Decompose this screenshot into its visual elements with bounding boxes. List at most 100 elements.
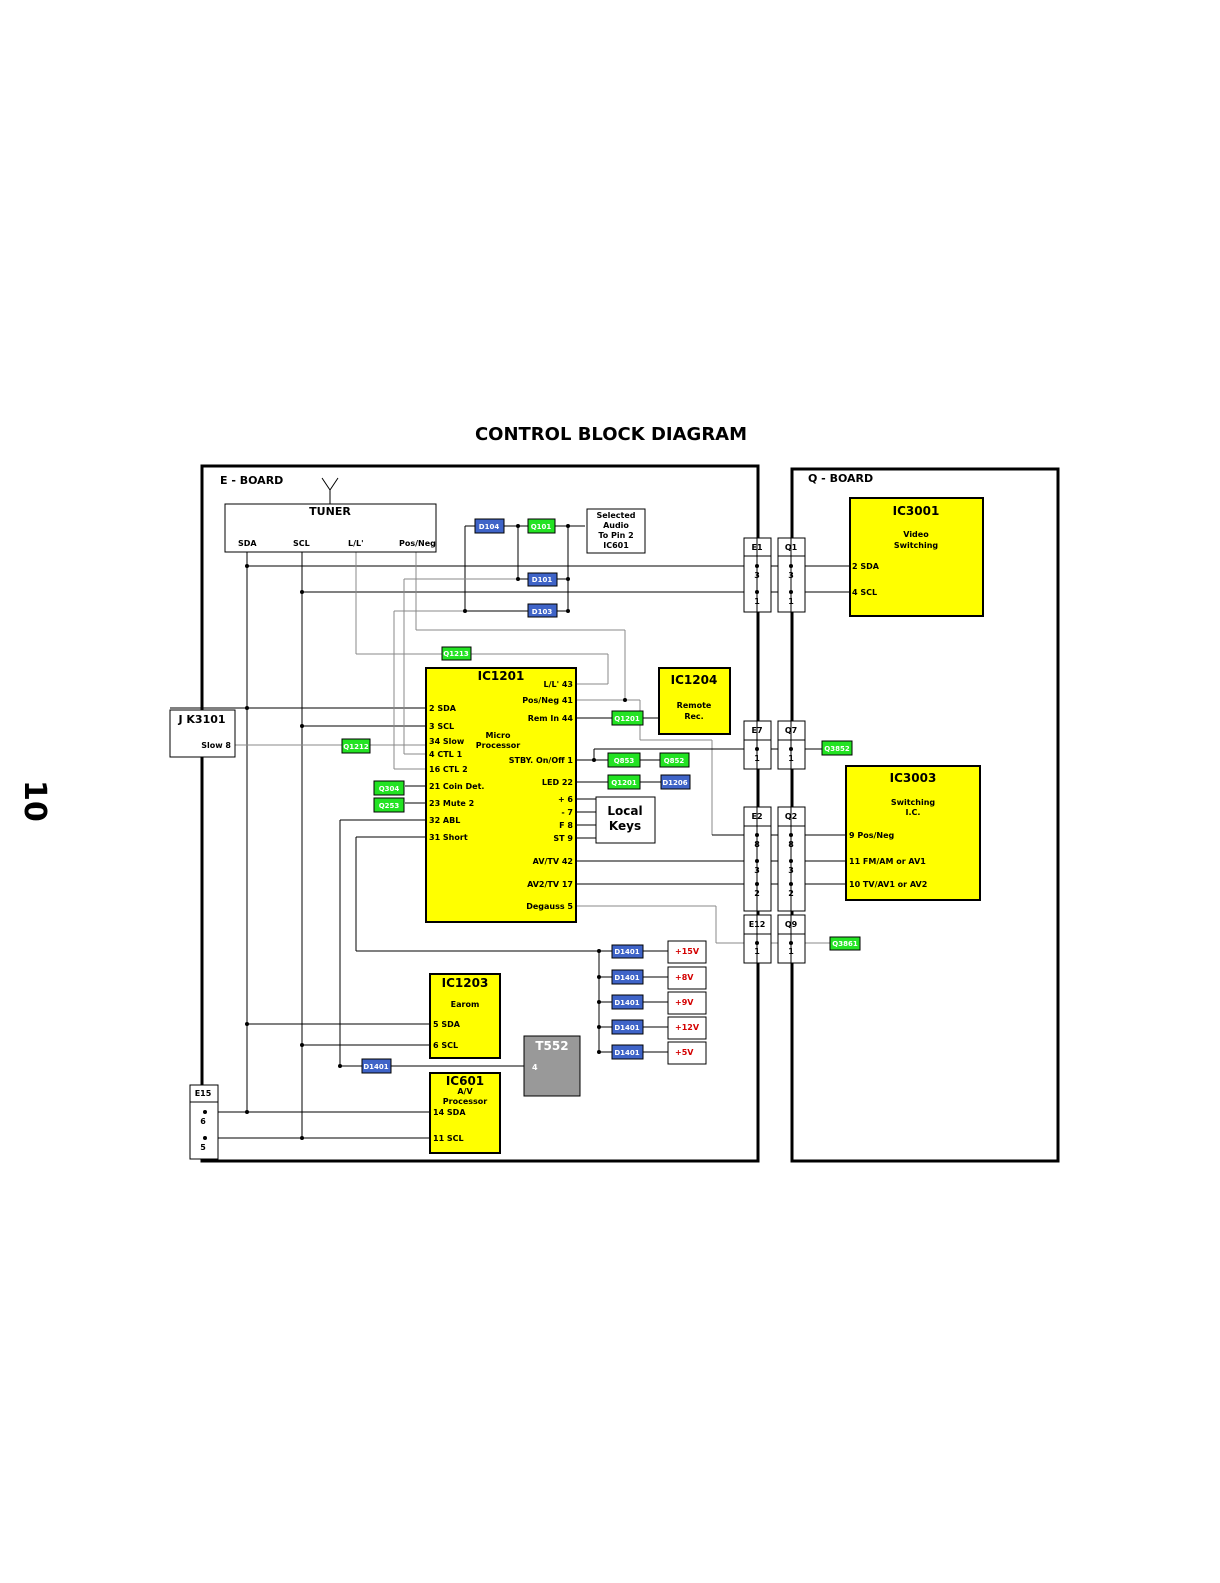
ic1201-pin: Rem In 44 bbox=[528, 714, 574, 723]
component-tags: D104 D101 D103 D1206 D1401 D1401 D1401 D… bbox=[341, 518, 861, 1074]
ic601-subtitle: Processor bbox=[443, 1097, 487, 1106]
tuner-title: TUNER bbox=[309, 505, 351, 518]
jk3101-block: J K3101 Slow 8 bbox=[169, 709, 236, 758]
connector-pin: 5 bbox=[200, 1143, 206, 1152]
supply-5v: +5V bbox=[675, 1048, 694, 1057]
selected-audio-text: Audio bbox=[603, 521, 629, 530]
transistor-q3852-tag: Q3852 bbox=[824, 745, 850, 753]
ic1203-block: IC1203 Earom 5 SDA 6 SCL bbox=[429, 973, 501, 1059]
ic601-title: IC601 bbox=[446, 1074, 484, 1088]
tuner-pin: L/L' bbox=[348, 539, 364, 548]
ic1201-pin: 34 Slow bbox=[429, 737, 465, 746]
selected-audio-text: To Pin 2 bbox=[598, 531, 633, 540]
ic601-pin: 11 SCL bbox=[433, 1134, 464, 1143]
ic1201-pin: LED 22 bbox=[542, 778, 573, 787]
transistor-q853-tag: Q853 bbox=[614, 757, 635, 765]
connector-pin: 6 bbox=[200, 1117, 206, 1126]
ic1203-pin: 6 SCL bbox=[433, 1041, 458, 1050]
ic3003-subtitle: Switching bbox=[891, 798, 936, 807]
t552-block: T552 4 bbox=[523, 1035, 581, 1097]
ic1204-subtitle: Remote bbox=[677, 701, 712, 710]
transistor-q304-tag: Q304 bbox=[379, 785, 400, 793]
transistor-q101-tag: Q101 bbox=[531, 523, 552, 531]
diode-d104-tag: D104 bbox=[479, 523, 500, 531]
supply-outputs: +15V +8V +9V +12V +5V bbox=[667, 940, 707, 1065]
ic3001-subtitle: Switching bbox=[894, 541, 939, 550]
ic1204-subtitle: Rec. bbox=[684, 712, 703, 721]
local-keys-block: Local Keys bbox=[595, 796, 656, 844]
ic1204-block: IC1204 Remote Rec. bbox=[658, 667, 731, 735]
connector-e15-label: E15 bbox=[195, 1089, 212, 1098]
ic1201-block: IC1201 Micro Processor 2 SDA 3 SCL 34 Sl… bbox=[425, 667, 577, 923]
selected-audio-text: Selected bbox=[596, 511, 635, 520]
ic1201-pin: 3 SCL bbox=[429, 722, 454, 731]
transistor-q253-tag: Q253 bbox=[379, 802, 400, 810]
ic601-block: IC601 A/V Processor 14 SDA 11 SCL bbox=[429, 1072, 501, 1154]
supply-15v: +15V bbox=[675, 947, 700, 956]
junction-dots bbox=[203, 524, 793, 1140]
ic3003-pin: 11 FM/AM or AV1 bbox=[849, 857, 926, 866]
local-keys-text: Keys bbox=[609, 819, 641, 833]
transistor-q1212-tag: Q1212 bbox=[343, 743, 369, 751]
diode-d1401-tag: D1401 bbox=[614, 974, 639, 982]
ic1201-pin: 23 Mute 2 bbox=[429, 799, 474, 808]
jk3101-pin: Slow 8 bbox=[201, 741, 231, 750]
ic1201-pin: AV2/TV 17 bbox=[527, 880, 573, 889]
ic3001-pin: 2 SDA bbox=[852, 562, 880, 571]
ic1203-title: IC1203 bbox=[442, 976, 489, 990]
diagram-title: CONTROL BLOCK DIAGRAM bbox=[475, 424, 747, 445]
ic1201-title: IC1201 bbox=[478, 669, 525, 683]
ic1201-pin: 16 CTL 2 bbox=[429, 765, 468, 774]
ic1201-pin: 31 Short bbox=[429, 833, 468, 842]
transistor-q3861-tag: Q3861 bbox=[832, 940, 858, 948]
ic1201-pin: Degauss 5 bbox=[526, 902, 573, 911]
diode-d1401-tag: D1401 bbox=[614, 948, 639, 956]
supply-12v: +12V bbox=[675, 1023, 700, 1032]
ic1201-pin: F 8 bbox=[559, 821, 573, 830]
diode-d1401-tag: D1401 bbox=[614, 1049, 639, 1057]
ic601-pin: 14 SDA bbox=[433, 1108, 466, 1117]
ic3003-block: IC3003 Switching I.C. 9 Pos/Neg 11 FM/AM… bbox=[845, 765, 981, 901]
ic1201-pin: 4 CTL 1 bbox=[429, 750, 463, 759]
tuner-pin: Pos/Neg bbox=[399, 539, 436, 548]
ic1201-pin: Pos/Neg 41 bbox=[522, 696, 573, 705]
ic1201-pin: 32 ABL bbox=[429, 816, 460, 825]
ic1201-pin: AV/TV 42 bbox=[533, 857, 573, 866]
ic3001-pin: 4 SCL bbox=[852, 588, 877, 597]
diode-d1206-tag: D1206 bbox=[662, 779, 687, 787]
ic1201-pin: L/L' 43 bbox=[544, 680, 573, 689]
transistor-q1213-tag: Q1213 bbox=[443, 650, 469, 658]
ic1203-subtitle: Earom bbox=[451, 1000, 480, 1009]
ic3003-pin: 10 TV/AV1 or AV2 bbox=[849, 880, 927, 889]
t552-title: T552 bbox=[535, 1039, 568, 1053]
q-board-label: Q - BOARD bbox=[808, 472, 873, 485]
ic3003-title: IC3003 bbox=[890, 771, 937, 785]
ic1201-pin: - 7 bbox=[561, 808, 573, 817]
connector-through-wires bbox=[756, 466, 792, 1161]
ic1201-pin: + 6 bbox=[558, 795, 573, 804]
ic1201-subtitle: Micro bbox=[486, 731, 511, 740]
ic1201-pin: ST 9 bbox=[553, 834, 573, 843]
supply-8v: +8V bbox=[675, 973, 694, 982]
ic3001-title: IC3001 bbox=[893, 504, 940, 518]
selected-audio-text: IC601 bbox=[603, 541, 629, 550]
diode-d101-tag: D101 bbox=[532, 576, 553, 584]
tuner-pin: SDA bbox=[238, 539, 257, 548]
ic1201-subtitle: Processor bbox=[476, 741, 520, 750]
ic3001-subtitle: Video bbox=[903, 530, 929, 539]
antenna-icon bbox=[321, 477, 339, 504]
supply-9v: +9V bbox=[675, 998, 694, 1007]
transistor-q852-tag: Q852 bbox=[664, 757, 685, 765]
transistor-q1201-tag: Q1201 bbox=[611, 779, 637, 787]
e-board-label: E - BOARD bbox=[220, 474, 283, 487]
diode-d1401-tag: D1401 bbox=[614, 999, 639, 1007]
selected-audio-box: Selected Audio To Pin 2 IC601 bbox=[586, 508, 646, 554]
jk3101-title: J K3101 bbox=[177, 713, 225, 726]
ic1203-pin: 5 SDA bbox=[433, 1020, 461, 1029]
diode-d103-tag: D103 bbox=[532, 608, 553, 616]
local-keys-text: Local bbox=[607, 804, 642, 818]
ic601-subtitle: A/V bbox=[457, 1087, 473, 1096]
ic1204-title: IC1204 bbox=[671, 673, 718, 687]
ic3001-block: IC3001 Video Switching 2 SDA 4 SCL bbox=[849, 497, 984, 617]
